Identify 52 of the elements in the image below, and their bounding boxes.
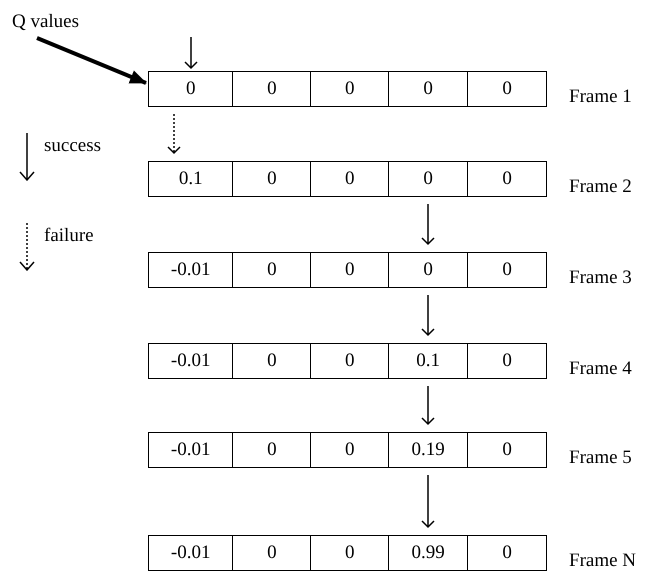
value-cell: 0 [310, 344, 388, 378]
value-cell: 0 [388, 162, 468, 196]
value-cell: 0 [467, 433, 546, 467]
value-cell: 0.1 [388, 344, 468, 378]
frame-label: Frame 1 [569, 85, 632, 109]
value-cell: 0 [467, 536, 546, 570]
value-cell: 0 [310, 72, 388, 106]
arrow [421, 204, 435, 245]
value-cell: 0.99 [388, 536, 468, 570]
value-cell: 0 [310, 433, 388, 467]
value-row [148, 535, 547, 571]
value-cell: 0 [310, 253, 388, 287]
arrow [184, 37, 198, 69]
frame-label: Frame 3 [569, 266, 632, 290]
value-cell: -0.01 [149, 536, 232, 570]
value-cell: -0.01 [149, 253, 232, 287]
value-row [148, 71, 547, 107]
legend-label: success [44, 134, 101, 158]
value-cell: 0 [467, 72, 546, 106]
value-cell: 0 [232, 162, 310, 196]
value-cell: 0 [232, 536, 310, 570]
value-cell: 0 [232, 253, 310, 287]
arrow [421, 386, 435, 425]
arrow [421, 475, 435, 528]
arrow [421, 295, 435, 336]
value-cell: 0 [310, 536, 388, 570]
value-cell: -0.01 [149, 433, 232, 467]
pointer-arrow [36, 36, 147, 85]
value-cell: -0.01 [149, 344, 232, 378]
frame-label: Frame 4 [569, 357, 632, 381]
frame-label: Frame 2 [569, 175, 632, 199]
value-cell: 0 [388, 253, 468, 287]
value-row [148, 161, 547, 197]
value-cell: 0 [232, 433, 310, 467]
legend-label: failure [44, 224, 94, 248]
value-cell: 0 [232, 344, 310, 378]
value-row [148, 432, 547, 468]
value-cell: 0 [467, 162, 546, 196]
frame-label: Frame N [569, 549, 636, 572]
node-label: Q values [12, 11, 80, 32]
value-cell: 0 [310, 162, 388, 196]
value-cell: 0 [388, 72, 468, 106]
value-row [148, 343, 547, 379]
value-cell: 0 [149, 72, 232, 106]
value-cell: 0 [467, 344, 546, 378]
value-cell: 0.19 [388, 433, 468, 467]
frame-label: Frame 5 [569, 446, 632, 470]
value-row [148, 252, 547, 288]
arrow [167, 114, 181, 154]
value-cell: 0 [232, 72, 310, 106]
value-cell: 0.1 [149, 162, 232, 196]
value-cell: 0 [467, 253, 546, 287]
